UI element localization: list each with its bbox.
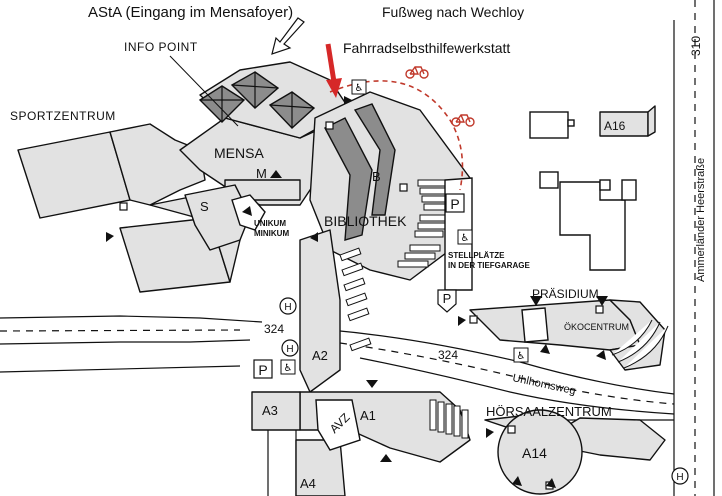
unikum-label: UNIKUM — [254, 219, 286, 228]
minikum-label: MINIKUM — [254, 229, 289, 238]
svg-text:♿: ♿ — [517, 351, 526, 362]
sportzentrum-buildings — [17, 123, 241, 293]
wheelchair-icon: ♿ — [351, 79, 367, 95]
parking-icon: P — [445, 193, 465, 213]
bus-stop-icon: H — [671, 467, 689, 485]
bike-route — [329, 80, 464, 191]
svg-text:P: P — [443, 291, 452, 306]
wheelchair-icon: ♿ — [513, 347, 529, 363]
bicycle-icon — [451, 114, 475, 127]
asta-label: AStA (Eingang im Mensafoyer) — [88, 4, 293, 21]
hoersaalzentrum-label: HÖRSAALZENTRUM — [486, 404, 612, 419]
bus-stop-icon: H — [279, 297, 297, 315]
a2-label: A2 — [312, 348, 328, 363]
ammerlaender-label: Ammerländer Heerstraße — [695, 158, 707, 282]
outlying-buildings — [529, 105, 656, 271]
bibliothek-label: BIBLIOTHEK — [324, 213, 407, 229]
svg-text:♿: ♿ — [284, 363, 293, 374]
praesidium-building — [469, 299, 669, 371]
m-label: M — [256, 166, 267, 181]
road-310-label: 310 — [689, 36, 703, 56]
parking-icon: P — [437, 289, 457, 313]
a3-label: A3 — [262, 403, 278, 418]
b-label: B — [372, 169, 381, 184]
fahrrad-label: Fahrradselbsthilfewerkstatt — [343, 40, 510, 56]
a14-label: A14 — [522, 445, 547, 461]
uhlhornsweg-label: Uhlhornsweg — [511, 372, 576, 397]
spine-buildings — [251, 229, 471, 496]
praesidium-label: PRÄSIDIUM — [532, 287, 599, 301]
mensa-building — [179, 61, 356, 251]
tiefgarage-label: IN DER TIEFGARAGE — [448, 261, 530, 270]
hoersaalzentrum-building — [484, 409, 666, 495]
sportzentrum-label: SPORTZENTRUM — [10, 109, 116, 123]
a4-label: A4 — [300, 476, 316, 491]
s-label: S — [200, 199, 209, 214]
wheelchair-icon: ♿ — [280, 359, 296, 375]
info-point-leader — [169, 55, 239, 127]
road-324-west-label: 324 — [264, 322, 284, 336]
oekocentrum-label: ÖKOCENTRUM — [564, 322, 629, 332]
parking-icon: P — [253, 359, 273, 379]
asta-arrow-icon — [271, 17, 305, 55]
bibliothek-building — [309, 91, 473, 291]
fussweg-label: Fußweg nach Wechloy — [382, 4, 524, 20]
svg-text:P: P — [258, 362, 267, 378]
svg-text:H: H — [284, 302, 291, 313]
svg-text:P: P — [450, 196, 459, 212]
mensa-label: MENSA — [214, 145, 264, 161]
svg-text:H: H — [676, 472, 683, 483]
road-324-east-label: 324 — [438, 348, 458, 362]
entrance-icon — [106, 96, 608, 488]
a1-label: A1 — [360, 408, 376, 423]
svg-text:H: H — [286, 344, 293, 355]
red-arrow-icon — [325, 43, 342, 98]
bus-stop-icon: H — [281, 339, 299, 357]
bicycle-icon — [405, 66, 429, 79]
info-point-label: INFO POINT — [124, 40, 198, 54]
stellplaetze-label: STELLPLÄTZE — [448, 251, 505, 260]
wheelchair-icon: ♿ — [457, 229, 473, 245]
a16-label: A16 — [604, 119, 626, 133]
svg-text:♿: ♿ — [355, 83, 364, 94]
svg-text:♿: ♿ — [461, 233, 470, 244]
